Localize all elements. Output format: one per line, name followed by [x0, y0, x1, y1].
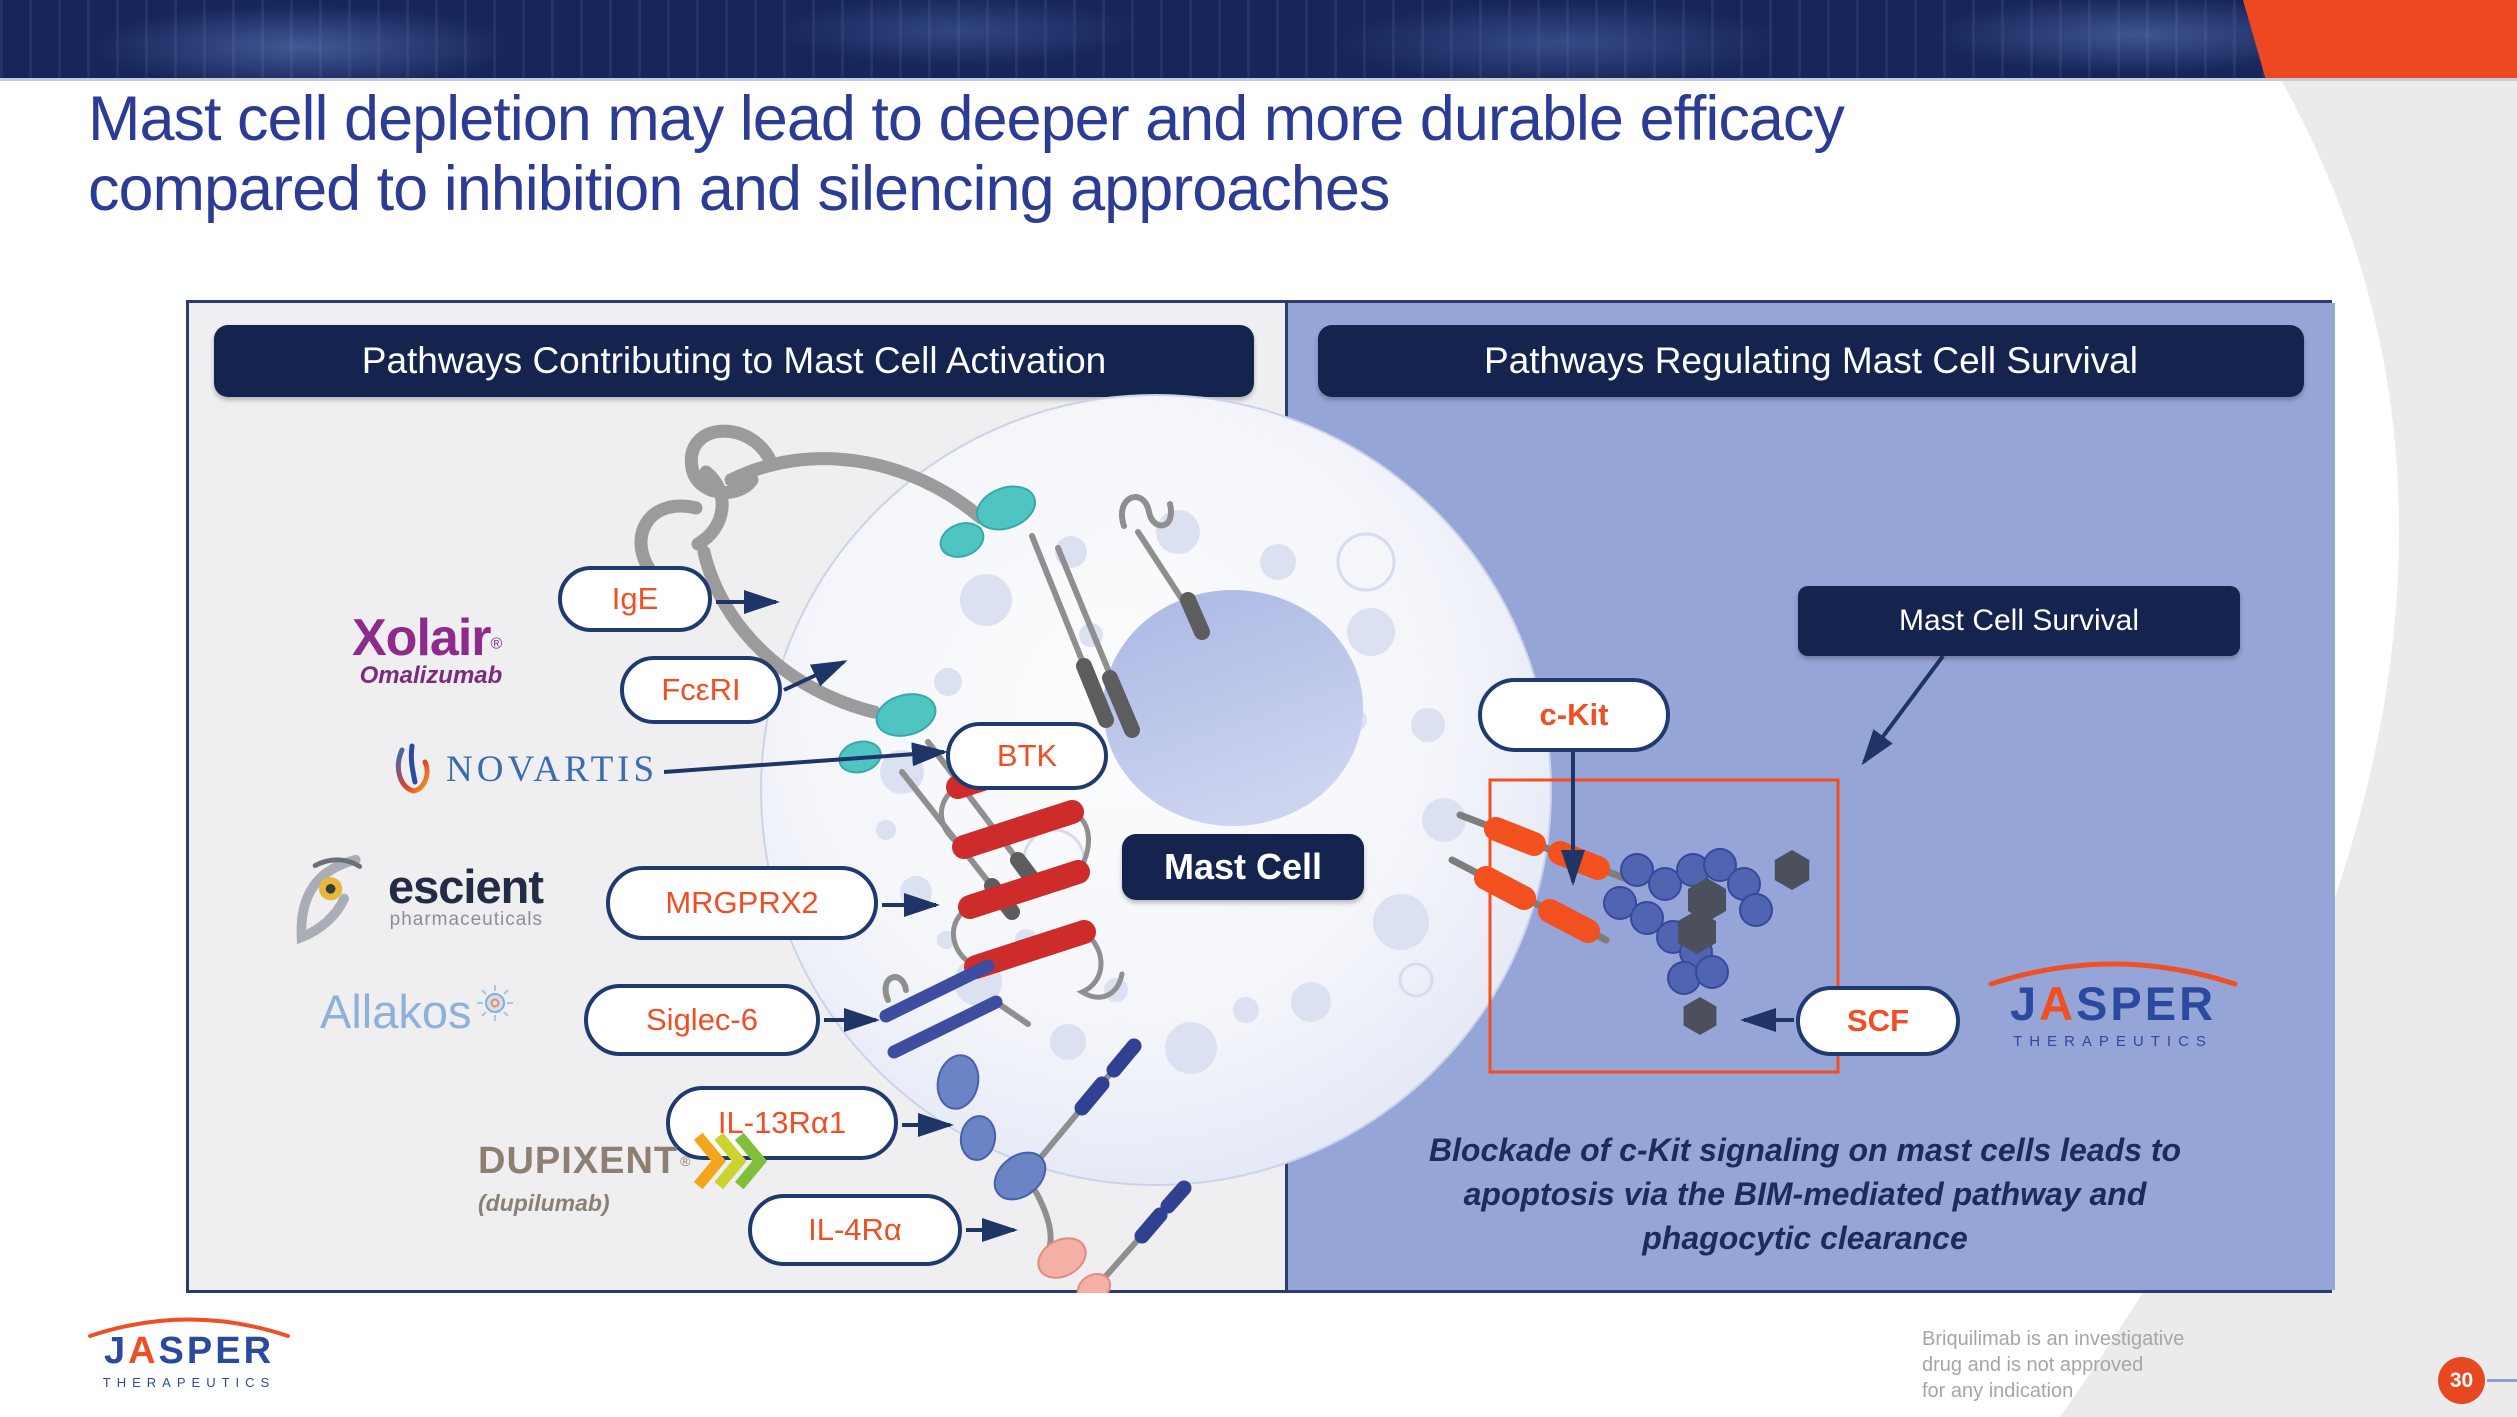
survival-panel-header: Pathways Regulating Mast Cell Survival: [1318, 325, 2304, 397]
jasper-arc-icon: [1988, 961, 2238, 987]
escient-owl-icon: [296, 854, 363, 944]
dupixent-chevrons-icon: [694, 1132, 768, 1190]
jasper-logo-footer: JASPER THERAPEUTICS: [85, 1310, 293, 1390]
mast-cell-label: Mast Cell: [1122, 834, 1364, 900]
jasper-letter-j: J: [103, 1330, 129, 1372]
pill-btk: BTK: [946, 722, 1108, 790]
escient-logo-name: escient: [388, 860, 544, 913]
jasper-logo-sub: THERAPEUTICS: [2013, 1033, 2213, 1050]
novartis-logo: NOVARTIS: [392, 742, 658, 796]
dupixent-logo-sub: (dupilumab): [478, 1190, 610, 1216]
xolair-logo-sub: Omalizumab: [359, 662, 503, 689]
disclaimer-text: Briquilimab is an investigative drug and…: [1922, 1326, 2184, 1404]
caption-line-2: apoptosis via the BIM-mediated pathway a…: [1463, 1176, 2147, 1212]
allakos-logo: Allakos: [320, 984, 514, 1039]
pill-scf: SCF: [1796, 986, 1960, 1056]
disclaimer-line-2: drug and is not approved: [1922, 1354, 2144, 1376]
xolair-logo-name: Xolair: [352, 609, 491, 667]
pill-mrgprx2: MRGPRX2: [606, 866, 878, 940]
escient-logo: escient pharmaceuticals: [288, 852, 544, 944]
caption-line-3: phagocytic clearance: [1642, 1220, 1968, 1256]
jasper-letters-sper: SPER: [2076, 977, 2217, 1030]
mast-cell-survival-label: Mast Cell Survival: [1798, 586, 2240, 656]
jasper-letter-j: J: [2009, 977, 2040, 1030]
jasper-letter-a: A: [2039, 977, 2077, 1030]
title-line-1: Mast cell depletion may lead to deeper a…: [88, 84, 1845, 154]
disclaimer-line-1: Briquilimab is an investigative: [1922, 1328, 2185, 1350]
page-number-badge: 30: [2438, 1357, 2485, 1404]
pill-ige: IgE: [558, 566, 712, 632]
dupixent-logo-name: DUPIXENT: [478, 1139, 679, 1182]
jasper-arc-icon: [88, 1317, 290, 1338]
jasper-letters-sper: SPER: [158, 1330, 275, 1372]
novartis-flame-icon: [396, 743, 430, 794]
page-title: Mast cell depletion may lead to deeper a…: [88, 84, 2348, 224]
dupixent-logo: DUPIXENT® (dupilumab): [478, 1128, 768, 1217]
jasper-logo-sub: THERAPEUTICS: [102, 1375, 276, 1390]
pill-siglec6: Siglec-6: [584, 984, 820, 1056]
allakos-cell-icon: [476, 985, 513, 1021]
allakos-logo-name: Allakos: [320, 985, 472, 1038]
jasper-letter-a: A: [128, 1330, 159, 1372]
page-number-line: [2487, 1379, 2517, 1382]
orange-accent-shape: [2243, 0, 2517, 78]
xolair-logo: Xolair® Omalizumab: [352, 608, 502, 690]
disclaimer-line-3: for any indication: [1922, 1380, 2074, 1402]
pill-ckit: c-Kit: [1478, 678, 1670, 752]
activation-panel-header: Pathways Contributing to Mast Cell Activ…: [214, 325, 1254, 397]
title-line-2: compared to inhibition and silencing app…: [88, 154, 1390, 224]
escient-logo-sub: pharmaceuticals: [389, 909, 543, 930]
jasper-logo-panel: JASPER THERAPEUTICS: [1985, 952, 2241, 1050]
top-banner: [0, 0, 2517, 81]
ckit-blockade-caption: Blockade of c-Kit signaling on mast cell…: [1400, 1128, 2210, 1260]
novartis-logo-name: NOVARTIS: [446, 748, 659, 790]
pill-il4ra: IL-4Rα: [748, 1194, 962, 1266]
caption-line-1: Blockade of c-Kit signaling on mast cell…: [1428, 1132, 2182, 1168]
dupixent-reg-mark: ®: [680, 1153, 691, 1169]
pill-fceri: FcεRI: [620, 656, 782, 724]
xolair-reg-mark: ®: [490, 635, 503, 653]
